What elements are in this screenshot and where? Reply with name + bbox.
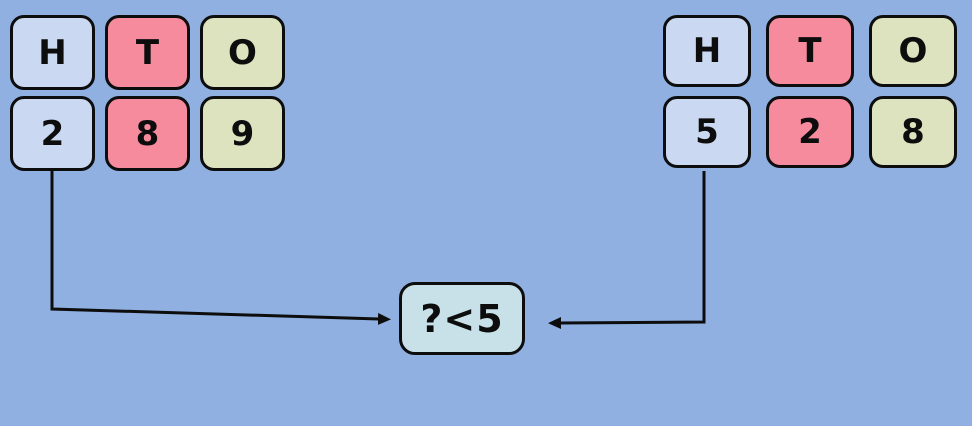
left-header-tens: T — [105, 15, 190, 90]
left-digit-ones: 9 — [200, 96, 285, 171]
left-header-ones: O — [200, 15, 285, 90]
arrow-left-hundreds-to-comparison — [50, 169, 391, 325]
left-digit-hundreds: 2 — [10, 96, 95, 171]
right-digit-ones: 8 — [869, 96, 957, 168]
place-value-group-right: H T O 5 2 8 — [663, 15, 957, 168]
comparison-box: ?<5 — [399, 282, 525, 355]
place-value-group-left: H T O 2 8 9 — [10, 15, 285, 171]
arrow-right-hundreds-to-comparison — [548, 171, 706, 329]
right-digit-tens: 2 — [766, 96, 854, 168]
right-header-ones: O — [869, 15, 957, 87]
left-digit-tens: 8 — [105, 96, 190, 171]
left-header-hundreds: H — [10, 15, 95, 90]
right-digit-hundreds: 5 — [663, 96, 751, 168]
right-header-tens: T — [766, 15, 854, 87]
right-header-hundreds: H — [663, 15, 751, 87]
